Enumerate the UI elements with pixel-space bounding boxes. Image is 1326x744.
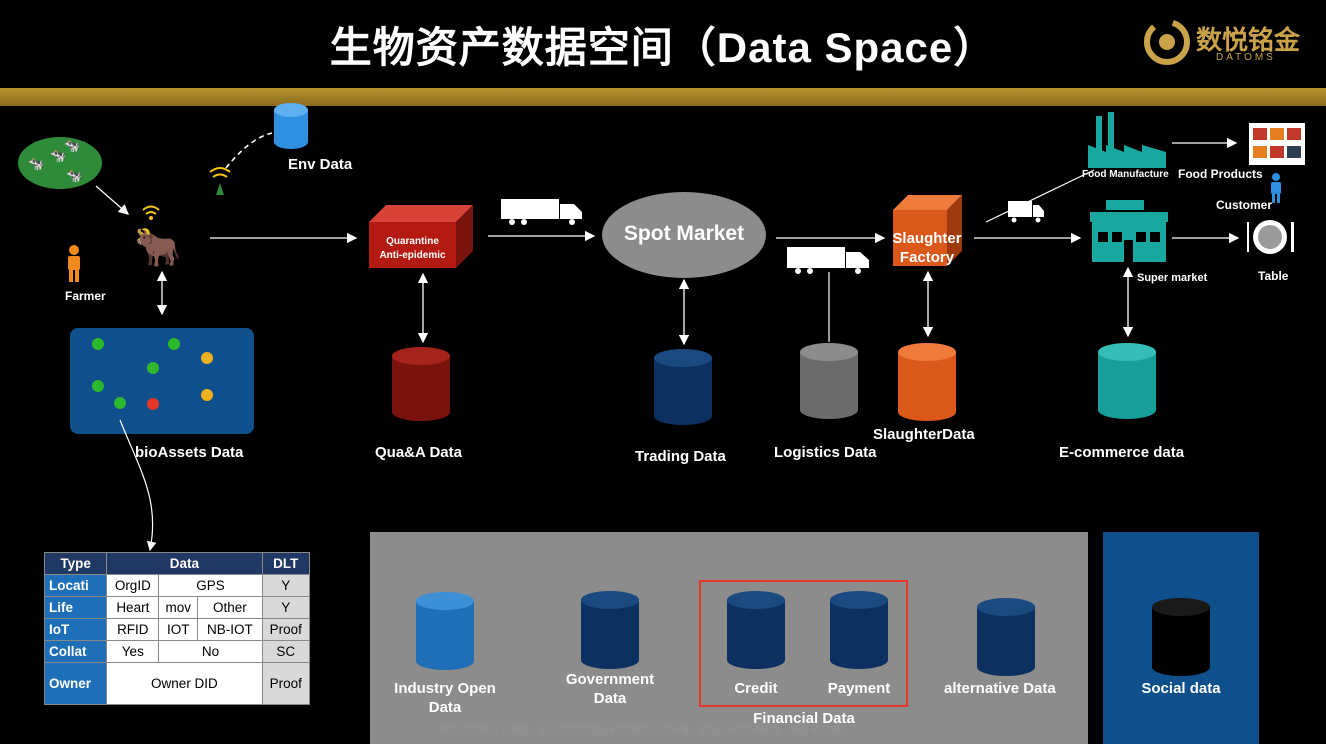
table-row: Locati OrgID GPS Y	[43, 574, 311, 597]
qua-data-label: Qua&A Data	[375, 444, 462, 461]
company-logo: 数悦铭金 DATOMS	[1142, 14, 1312, 70]
svg-text:🐄: 🐄	[64, 138, 80, 153]
alternative-data-label: alternative Data	[944, 680, 1056, 697]
table-cell: GPS	[158, 574, 263, 597]
svg-text:🐂: 🐂	[134, 227, 181, 269]
supermarket-icon	[1090, 200, 1168, 262]
truck-icon-1	[501, 199, 582, 225]
logistics-data-cylinder	[800, 343, 858, 419]
table-cell: Owner	[43, 662, 108, 705]
payment-data-cylinder	[830, 591, 888, 669]
svg-text:🐄: 🐄	[50, 148, 66, 163]
trading-data-cylinder	[654, 349, 712, 425]
table-setting-icon	[1247, 220, 1294, 254]
credit-data-cylinder	[727, 591, 785, 669]
financial-data-label: Financial Data	[753, 710, 855, 727]
env-sensor-icon	[209, 167, 231, 195]
ecommerce-data-label: E-commerce data	[1059, 444, 1185, 461]
spot-market-label: Spot Market	[623, 222, 745, 245]
food-manufacture-label: Food Manufacture	[1082, 169, 1169, 180]
qua-data-cylinder	[392, 347, 450, 421]
government-label-1: Government	[565, 671, 655, 688]
env-data-label: Env Data	[288, 156, 353, 173]
industry-open-data-cylinder	[416, 592, 474, 670]
table-cell: Proof	[261, 662, 311, 705]
table-cell: Life	[43, 596, 108, 619]
industry-open-label-1: Industry Open	[394, 680, 496, 697]
alternative-data-cylinder	[977, 598, 1035, 676]
logistics-data-label: Logistics Data	[774, 444, 877, 461]
quarantine-box	[369, 205, 473, 268]
farmer-label: Farmer	[65, 289, 106, 303]
truck-icon-3	[1008, 201, 1044, 223]
payment-label: Payment	[827, 680, 891, 697]
cow-icon: 🐂	[134, 205, 181, 269]
table-row: Owner Owner DID Proof	[43, 662, 311, 705]
dlt-data-table: Type Data DLT Locati OrgID GPS Y Life He…	[43, 552, 311, 705]
table-cell: OrgID	[106, 574, 160, 597]
table-cell: Y	[261, 574, 311, 597]
ecommerce-data-cylinder	[1098, 343, 1156, 419]
svg-text:🐄: 🐄	[28, 156, 44, 171]
table-cell: RFID	[106, 618, 160, 641]
slaughter-factory-label-1: Slaughter	[892, 230, 962, 247]
table-cell: Proof	[261, 618, 311, 641]
credit-label: Credit	[734, 680, 778, 697]
table-row: Collat Yes No SC	[43, 640, 311, 663]
social-data-label: Social data	[1141, 680, 1221, 697]
trading-data-label: Trading Data	[635, 448, 726, 465]
quarantine-label: Quarantine	[386, 236, 439, 247]
slaughter-data-label: SlaughterData	[873, 426, 975, 443]
bioassets-panel	[70, 328, 254, 434]
customer-label: Customer	[1216, 198, 1273, 212]
footer-note: 本文件仅供商业用途，为北京数悦铭金科技有限公司所有，未经许可不得转载、摘录和引用…	[440, 726, 850, 737]
logo-subtext: DATOMS	[1216, 52, 1276, 63]
social-data-cylinder	[1152, 598, 1210, 676]
table-row: Life Heart mov Other Y	[43, 596, 311, 619]
page-title: 生物资产数据空间（Data Space）	[329, 24, 997, 71]
table-header: Data	[106, 552, 263, 575]
government-label-2: Data	[593, 690, 627, 707]
env-data-cylinder	[274, 103, 308, 149]
factory-icon	[1088, 112, 1166, 168]
logo-text: 数悦铭金	[1196, 25, 1301, 55]
table-cell: SC	[261, 640, 311, 663]
super-market-label: Super market	[1137, 272, 1208, 284]
customer-icon	[1271, 173, 1281, 203]
industry-open-label-2: Data	[428, 699, 462, 716]
slaughter-data-cylinder	[898, 343, 956, 421]
financial-data-highlight	[699, 580, 908, 707]
header-divider	[0, 88, 1326, 106]
table-cell: IOT	[158, 618, 199, 641]
spot-market-node	[602, 192, 766, 278]
slaughter-box	[893, 195, 962, 266]
svg-text:🐄: 🐄	[66, 168, 82, 183]
farmer-icon	[68, 245, 80, 282]
government-data-cylinder	[581, 591, 639, 669]
table-label: Table	[1258, 269, 1289, 283]
food-products-label: Food Products	[1178, 167, 1263, 181]
pasture-icon: 🐄 🐄 🐄 🐄	[18, 137, 102, 189]
anti-epidemic-label: Anti-epidemic	[379, 250, 446, 261]
table-cell: Other	[197, 596, 263, 619]
slaughter-factory-label-2: Factory	[899, 249, 955, 266]
table-cell: Collat	[43, 640, 108, 663]
truck-icon-2	[787, 247, 869, 274]
table-cell: mov	[158, 596, 199, 619]
table-cell: Locati	[43, 574, 108, 597]
food-products-image	[1249, 123, 1305, 165]
bioassets-data-label: bioAssets Data	[135, 444, 244, 461]
